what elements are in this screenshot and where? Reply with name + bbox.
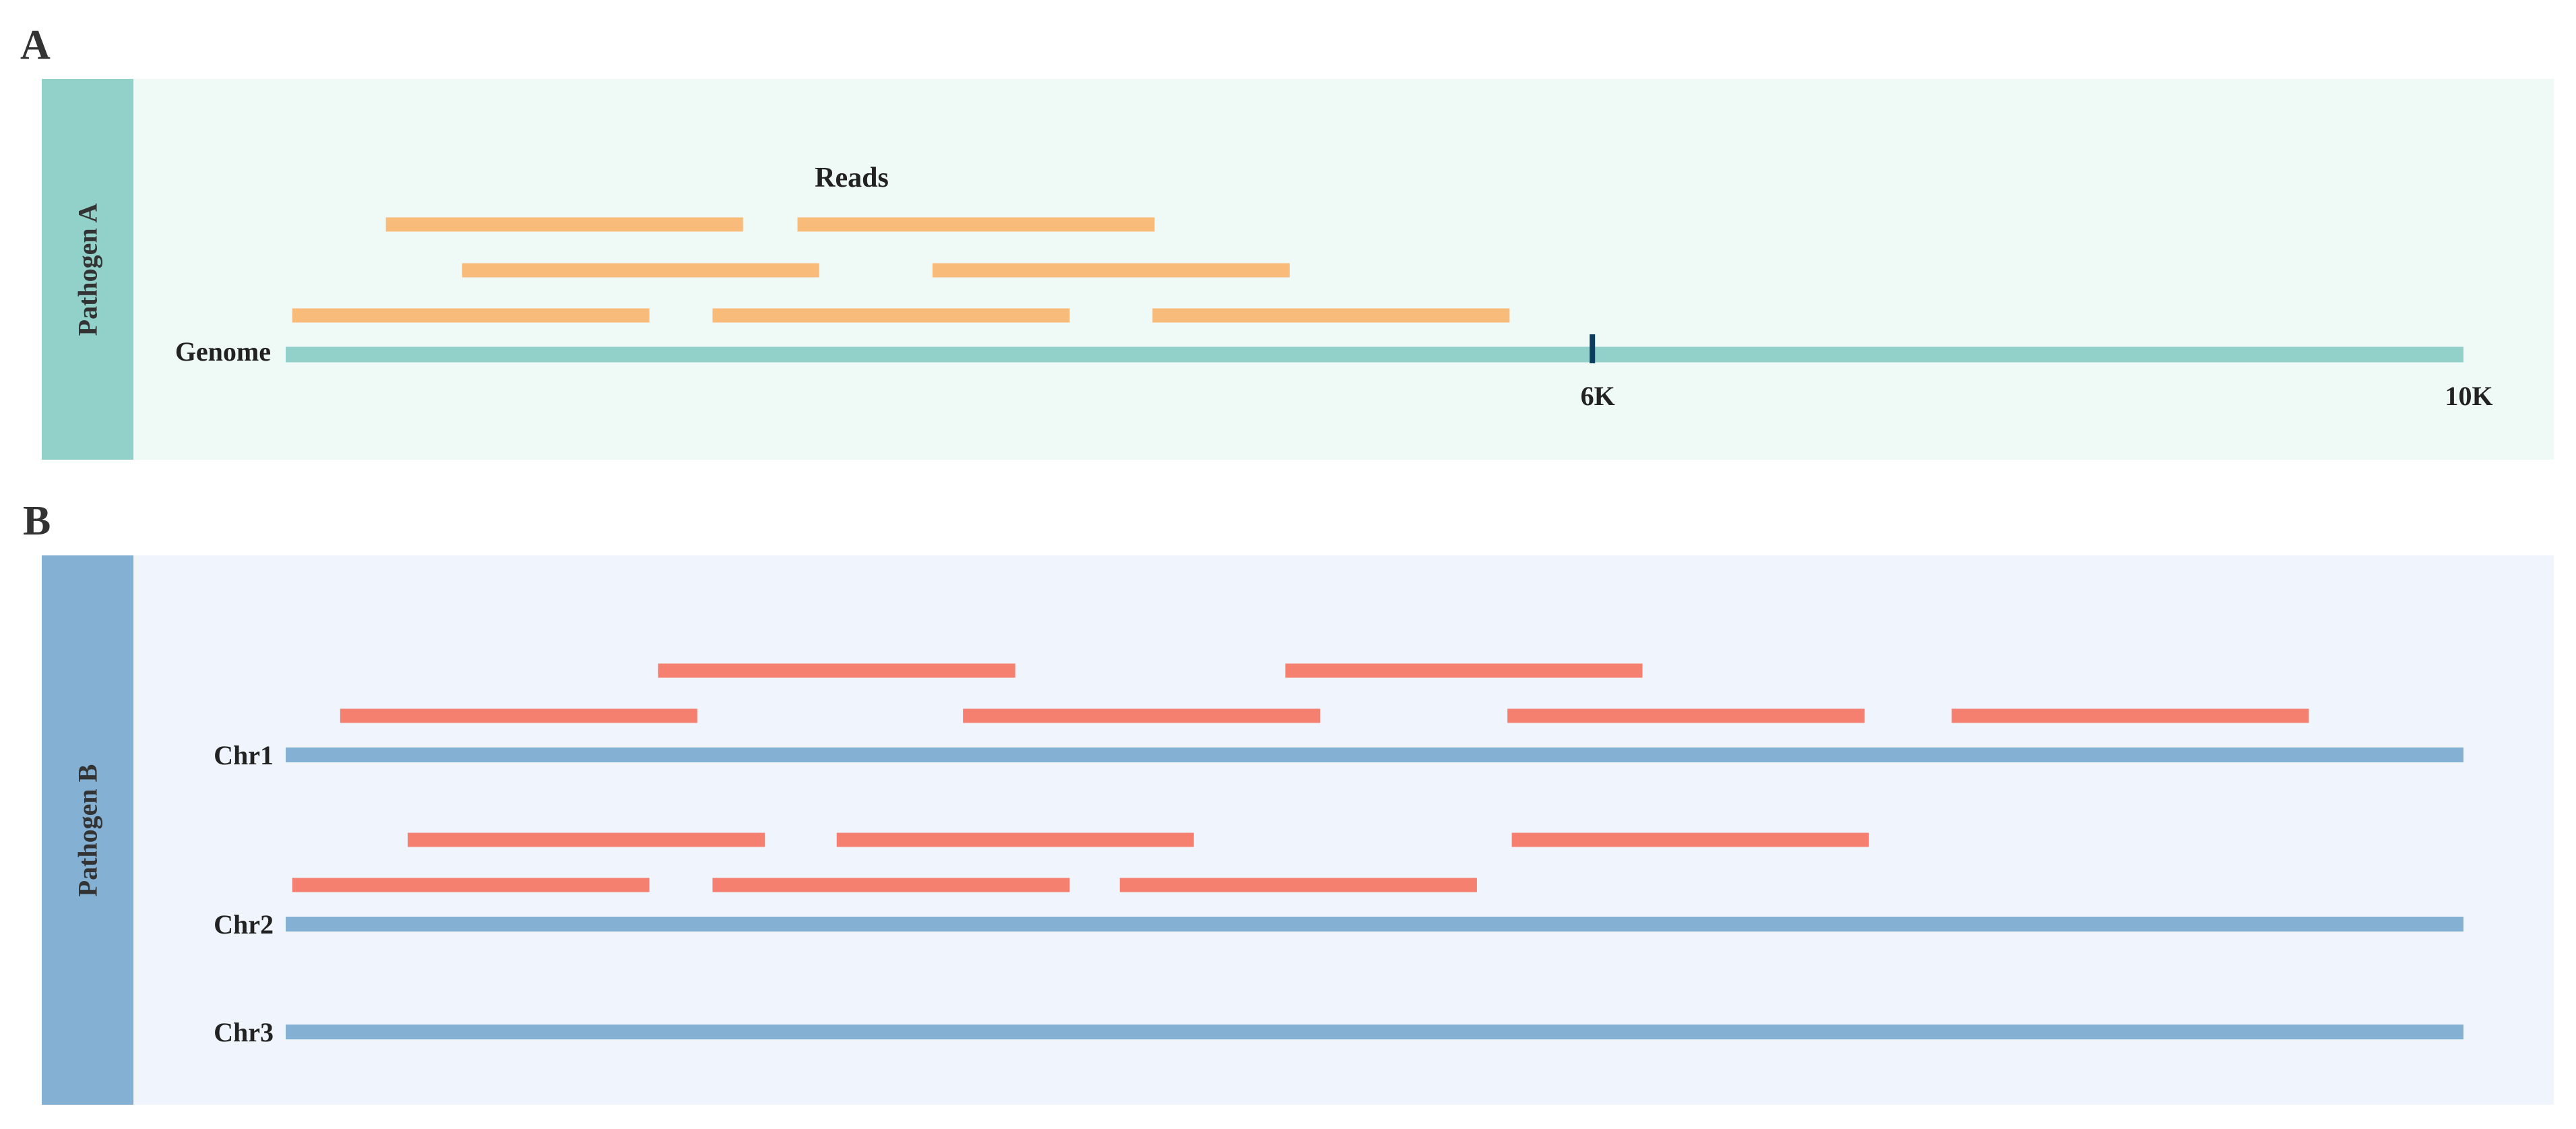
panel-b: Pathogen B (42, 555, 2554, 1105)
panel-a: Pathogen A (42, 79, 2554, 460)
chromosome-label: Chr1 (214, 740, 274, 770)
panel-b-letter: B (23, 498, 51, 544)
chromosome-label: Chr3 (214, 1017, 274, 1047)
genome-label: Genome (175, 336, 271, 367)
panel-b-side-tab: Pathogen B (42, 555, 133, 1105)
panel-a-side-tab: Pathogen A (42, 79, 133, 460)
tick-label: 6K (1581, 381, 1615, 411)
reads-label: Reads (815, 162, 889, 193)
panel-a-letter: A (20, 22, 51, 68)
chromosome-label: Chr2 (214, 909, 274, 940)
tick-label: 10K (2445, 381, 2492, 411)
